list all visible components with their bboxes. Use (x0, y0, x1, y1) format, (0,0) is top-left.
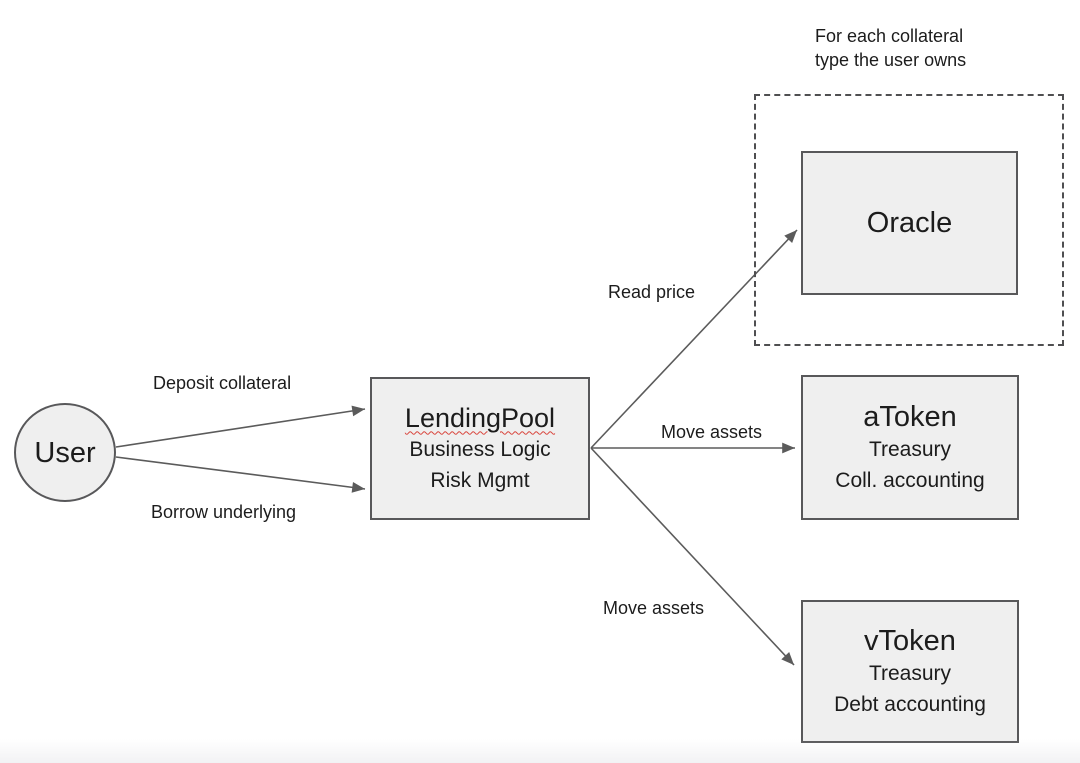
atoken-line3: Coll. accounting (835, 468, 985, 492)
vtoken-title: vToken (864, 624, 956, 657)
vtoken-node: vToken Treasury Debt accounting (801, 600, 1019, 743)
edge-label-deposit-collateral: Deposit collateral (153, 373, 292, 393)
edge-label-borrow-underlying: Borrow underlying (151, 502, 297, 522)
collateral-group-note: For each collateral type the user owns (815, 24, 966, 72)
edge-label-move-assets-vtoken: Move assets (603, 598, 705, 618)
edge-label-move-assets-atoken: Move assets (661, 422, 763, 442)
lendingpool-title: LendingPool (404, 402, 556, 433)
user-node: User (14, 403, 116, 502)
collateral-group-note-line1: For each collateral (815, 26, 964, 46)
vtoken-line3: Debt accounting (834, 692, 986, 716)
arrow-move-assets-vtoken (590, 447, 795, 666)
oracle-node: Oracle (801, 151, 1018, 295)
collateral-group-frame (754, 94, 1064, 346)
edge-label-read-price: Read price (608, 282, 696, 302)
arrow-read-price (590, 229, 798, 449)
lendingpool-line2: Business Logic (409, 437, 551, 461)
atoken-node: aToken Treasury Coll. accounting (801, 375, 1019, 520)
lendingpool-line3: Risk Mgmt (430, 468, 530, 492)
lendingpool-node: LendingPool Business Logic Risk Mgmt (370, 377, 590, 520)
arrow-deposit-collateral (115, 405, 366, 448)
vtoken-line2: Treasury (868, 661, 952, 685)
atoken-line2: Treasury (868, 437, 952, 461)
user-label: User (34, 436, 96, 469)
collateral-group-note-line2: type the user owns (815, 50, 967, 70)
arrow-borrow-underlying (115, 456, 366, 493)
atoken-title: aToken (863, 400, 957, 433)
oracle-title: Oracle (866, 207, 953, 239)
